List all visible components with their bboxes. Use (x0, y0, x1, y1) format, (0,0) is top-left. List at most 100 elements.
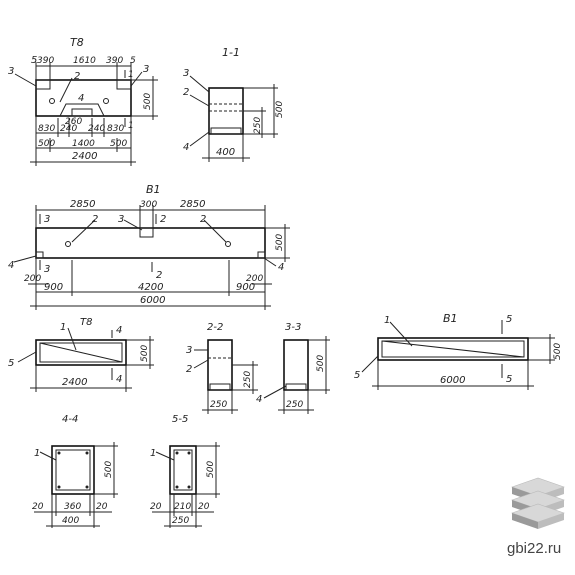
b1p-body (377, 337, 529, 361)
b1-dim-6000: 6000 (140, 295, 165, 306)
s44-dim-360: 360 (64, 502, 81, 512)
b1-mark-3b: 3 (118, 214, 124, 225)
t8p-mark-5: 5 (8, 358, 14, 369)
s11-mark-4: 4 (183, 142, 189, 153)
t8-title: Т8 (70, 36, 84, 49)
s33-dim-500: 500 (316, 355, 326, 372)
t8-dim-500a: 500 (38, 139, 55, 149)
s22-body (207, 339, 233, 391)
b1-mark-3a: 3 (44, 214, 50, 225)
b1-dim-900b: 900 (236, 282, 255, 293)
s33-mark-4: 4 (256, 394, 262, 405)
t8-dim-240a: 240 (60, 124, 77, 134)
s22-dim-250w: 250 (210, 400, 227, 410)
t8-dim-260: 260 (65, 117, 82, 127)
t8-end-block-left (35, 79, 51, 90)
t8p-mark-4b: 4 (116, 374, 122, 385)
s33-dim-250: 250 (286, 400, 303, 410)
t8-dim-240b: 240 (88, 124, 105, 134)
b1-hole-left (65, 241, 71, 247)
t8-hole-right (103, 98, 109, 104)
t8-dim-1400: 1400 (72, 139, 95, 149)
s55-dim-250: 250 (172, 516, 189, 526)
stacked-slabs-logo-icon (511, 477, 565, 529)
s55-dim-20b: 20 (198, 502, 210, 512)
b1p-dim-500: 500 (553, 343, 563, 360)
t8p-diagonal (39, 342, 123, 363)
b1-dim-200a: 200 (24, 274, 41, 284)
t8-mark-3b: 3 (143, 64, 149, 75)
section-3-3: 3-3 500 4 250 (256, 322, 330, 414)
t8-plan: Т8 1 4 4 5 500 2400 (8, 317, 154, 392)
t8-opening (59, 103, 105, 117)
t8-dim-830b: 830 (107, 124, 124, 134)
b1-mark-2c: 2 (200, 214, 206, 225)
s11-title: 1-1 (222, 46, 240, 59)
t8-mark-1a: 1 (128, 70, 134, 80)
b1-mark-4b: 4 (278, 262, 284, 273)
s44-title: 4-4 (62, 414, 78, 425)
s44-dim-20a: 20 (32, 502, 44, 512)
b1-dim-height: 500 (275, 234, 285, 251)
s44-mark-1: 1 (34, 448, 40, 459)
b1-dim-4200: 4200 (138, 282, 163, 293)
b1-mark-3c: 3 (44, 264, 50, 275)
t8p-title: Т8 (80, 317, 92, 328)
b1-plan: В1 1 5 5 5 500 6000 (354, 312, 563, 390)
b1-dim-300: 300 (140, 200, 157, 210)
t8-dim-390a: 390 (37, 56, 54, 66)
t8-dim-830a: 830 (38, 124, 55, 134)
t8-dim-1610: 1610 (73, 56, 96, 66)
b1p-dim-6000: 6000 (440, 375, 465, 386)
s44-outer (51, 445, 95, 495)
b1-dim-900a: 900 (44, 282, 63, 293)
s55-inner (173, 449, 193, 491)
s55-dim-20a: 20 (150, 502, 162, 512)
s44-dim-20b: 20 (96, 502, 108, 512)
s44-dim-500: 500 (104, 461, 114, 478)
t8-mark-5b: 5 (130, 56, 136, 66)
section-5-5: 5-5 1 500 20 210 20 250 (150, 414, 220, 528)
t8p-mark-1: 1 (60, 322, 66, 333)
b1-mark-2b: 2 (160, 214, 166, 225)
section-2-2: 2-2 3 2 250 250 (186, 322, 258, 414)
s22-dim-250h: 250 (243, 371, 253, 388)
s33-title: 3-3 (285, 322, 301, 333)
s55-dim-210: 210 (174, 502, 191, 512)
b1-dim-2850a: 2850 (70, 199, 95, 210)
t8-dim-390b: 390 (106, 56, 123, 66)
t8-inner-block (71, 108, 93, 117)
b1-center-block (139, 227, 154, 238)
b1-elevation: В1 2850 300 2850 3 2 3 2 2 500 4 3 2 4 (8, 183, 290, 310)
t8-mark-4: 4 (78, 93, 84, 104)
s11-dim-250: 250 (253, 117, 263, 134)
t8-mark-3a: 3 (8, 66, 14, 77)
b1p-diagonal (381, 340, 525, 358)
s44-inner (55, 449, 91, 491)
b1-mark-2a: 2 (92, 214, 98, 225)
s55-mark-1: 1 (150, 448, 156, 459)
b1-title: В1 (146, 183, 161, 196)
t8-elevation: Т8 390 1610 390 3 5 2 4 1 1 3 5 500 (8, 36, 158, 166)
s22-mark-3: 3 (186, 345, 192, 356)
s33-body (283, 339, 309, 391)
s55-dim-500: 500 (206, 461, 216, 478)
s22-mark-2: 2 (186, 364, 192, 375)
t8-hole-left (49, 98, 55, 104)
s11-dim-400: 400 (216, 147, 235, 158)
t8-end-block-right (116, 79, 132, 90)
t8-dim-500b: 500 (110, 139, 127, 149)
b1-hole-right (225, 241, 231, 247)
s55-title: 5-5 (172, 414, 188, 425)
t8p-mark-4a: 4 (116, 325, 122, 336)
b1-dim-200b: 200 (246, 274, 263, 284)
b1p-mark-1: 1 (384, 315, 390, 326)
s11-mark-3: 3 (183, 68, 189, 79)
b1-dim-2850b: 2850 (180, 199, 205, 210)
t8p-dim-2400: 2400 (62, 377, 87, 388)
b1-mark-4a: 4 (8, 260, 14, 271)
b1p-mark-5a: 5 (506, 314, 512, 325)
b1p-mark-5b: 5 (506, 374, 512, 385)
